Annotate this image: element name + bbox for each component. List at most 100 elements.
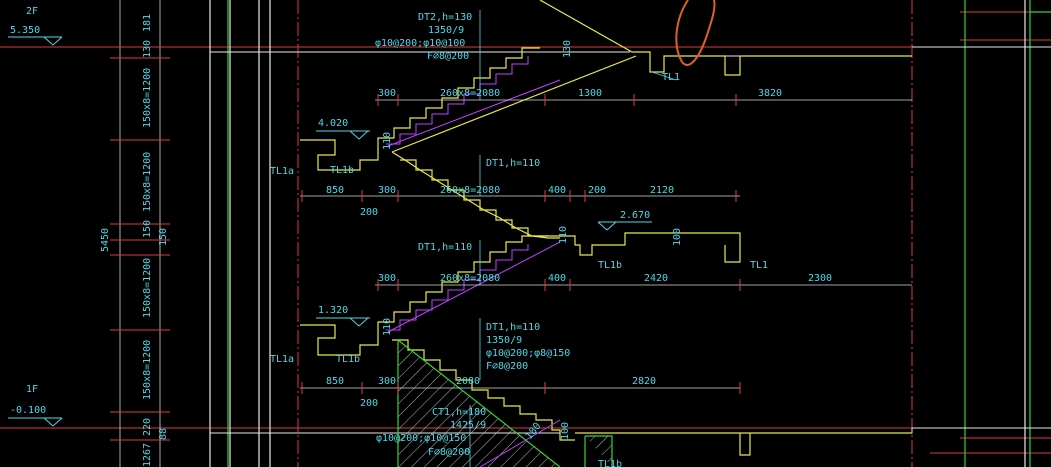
hdim-r1-a: 300: [378, 88, 396, 99]
beam-tl1b-upper: TL1b: [330, 165, 354, 176]
hdim-r1-d: 3820: [758, 88, 782, 99]
vdim-flight-lower: 150x8=1200: [142, 258, 153, 318]
rebar-lines: [386, 56, 561, 467]
dt2-ratio: 1350/9: [428, 25, 464, 36]
beam-labels: TL1 TL1a TL1b TL1b TL1 TL1a TL1b TL1b: [270, 72, 768, 467]
beam-tl1-top: TL1: [662, 72, 680, 83]
upper-landing: [300, 139, 379, 171]
mid-landing: [548, 232, 741, 263]
level-1f-elevation: -0.100: [10, 405, 46, 416]
dt1-mid-name: DT1,h=110: [418, 242, 472, 253]
rebar-dt2: [386, 56, 529, 145]
level-marker-4020: [316, 130, 370, 140]
leader-tl1-top: [651, 71, 677, 81]
dt1-lower-rebar-main: φ10@200;φ8@150: [486, 348, 570, 359]
leader-lines: [469, 10, 677, 467]
ct1-rebar-dist: F⌀8@200: [428, 447, 470, 458]
level-2f-name: 2F: [26, 6, 38, 17]
vdim-flight-bottom: 150x8=1200: [142, 340, 153, 400]
dt1-lower-name: DT1,h=110: [486, 322, 540, 333]
rebar-dt1-mid: [386, 244, 529, 331]
hdim-r1-b: 260x8=2080: [440, 88, 500, 99]
stair-structure: [300, 0, 912, 456]
orange-markup-circle: [675, 0, 716, 66]
vertical-dimension-labels: 5450 181 130 150x8=1200 150x8=1200 150 1…: [100, 14, 169, 467]
rebar-dt1-mid-diag: [387, 241, 561, 333]
mark-110b: 110: [558, 226, 569, 244]
vdim-181: 181: [142, 14, 153, 32]
ct1-hatched-ground-flight: [397, 339, 613, 467]
hdim-r2-f: 2120: [650, 185, 674, 196]
dimension-lines: [119, 0, 912, 467]
hdim-r4-b: 300: [378, 376, 396, 387]
vdim-88: 88: [158, 428, 169, 440]
ct1-name: CT1,h=180: [432, 407, 486, 418]
mark-100b: 100: [560, 422, 571, 440]
ct1-green-outline: [397, 339, 561, 467]
flight-dt2-steps: [377, 47, 540, 148]
beam-tl1-mid: TL1: [750, 260, 768, 271]
beam-tl1b-lower: TL1b: [336, 354, 360, 365]
level-2f-elevation: 5.350: [10, 25, 40, 36]
level-marker-1320: [316, 317, 370, 327]
hdim-r2-d: 400: [548, 185, 566, 196]
vdim-150a: 150: [142, 220, 153, 238]
vdim-total: 5450: [100, 228, 111, 252]
dt2-name: DT2,h=130: [418, 12, 472, 23]
hdim-r4-e: 200: [360, 398, 378, 409]
beam-tl1a-upper: TL1a: [270, 166, 294, 177]
level-1f-name: 1F: [26, 384, 38, 395]
green-columns: [227, 0, 1051, 467]
walls: [209, 0, 1026, 467]
beam-tl1b-mid: TL1b: [598, 260, 622, 271]
level-marker-2f: [8, 36, 63, 46]
flight-dt2-soffit: [391, 55, 637, 153]
hdim-r4-c: 2080: [456, 376, 480, 387]
hdim-r4-d: 2820: [632, 376, 656, 387]
hdim-r2-c: 260x8=2080: [440, 185, 500, 196]
flight-annotations: DT2,h=130 1350/9 φ10@200;φ10@100 F⌀8@200…: [375, 12, 570, 458]
landing-level-2670: 2.670: [620, 210, 650, 221]
hdim-r2-b: 300: [378, 185, 396, 196]
mark-110c: 110: [382, 318, 393, 336]
beam-tl1a-lower: TL1a: [270, 354, 294, 365]
hdim-r1-c: 1300: [578, 88, 602, 99]
hdim-r2-a: 850: [326, 185, 344, 196]
landing-level-4020: 4.020: [318, 118, 348, 129]
rebar-dt2-diag: [387, 79, 561, 147]
dt1-upper-name: DT1,h=110: [486, 158, 540, 169]
level-markers: [8, 36, 652, 427]
ct1-rebar-main: φ10@200;φ10@150: [376, 433, 466, 444]
vdim-flight-top: 150x8=1200: [142, 68, 153, 128]
top-landing-slab: [539, 0, 912, 76]
flight-dt1-lower: [392, 339, 575, 441]
mark-130: 130: [562, 40, 573, 58]
dt1-lower-ratio: 1350/9: [486, 335, 522, 346]
rebar-ct1-diag: [479, 419, 561, 467]
hdim-r3-d: 2420: [644, 273, 668, 284]
bottom-slab-edge: [575, 432, 912, 456]
beam-tl1b-bottom: TL1b: [598, 459, 622, 467]
flight-dt1-mid: [377, 235, 548, 332]
vdim-150b: 150: [158, 228, 169, 246]
horizontal-dimension-labels: 300 260x8=2080 1300 3820 850 300 260x8=2…: [326, 88, 832, 409]
hdim-r3-b: 260x8=2080: [440, 273, 500, 284]
dt2-rebar-dist: F⌀8@200: [427, 51, 469, 62]
mark-100: 100: [672, 228, 683, 246]
vdim-130: 130: [142, 40, 153, 58]
level-marker-2670: [597, 221, 652, 231]
level-marker-1f: [8, 417, 63, 427]
mark-110a: 110: [382, 132, 393, 150]
dt1-lower-rebar-dist: F⌀8@200: [486, 361, 528, 372]
dimension-ticks: [110, 46, 741, 441]
landing-level-1320: 1.320: [318, 305, 348, 316]
hdim-r2-g: 200: [360, 207, 378, 218]
ground-green-block: [584, 435, 613, 467]
hdim-r3-e: 2300: [808, 273, 832, 284]
vdim-1267: 1267: [142, 443, 153, 467]
mid-landing-beam: [724, 245, 738, 263]
hdim-r4-a: 850: [326, 376, 344, 387]
hdim-r2-e: 200: [588, 185, 606, 196]
vdim-flight-upper: 150x8=1200: [142, 152, 153, 212]
ct1-ratio: 1425/9: [450, 420, 486, 431]
